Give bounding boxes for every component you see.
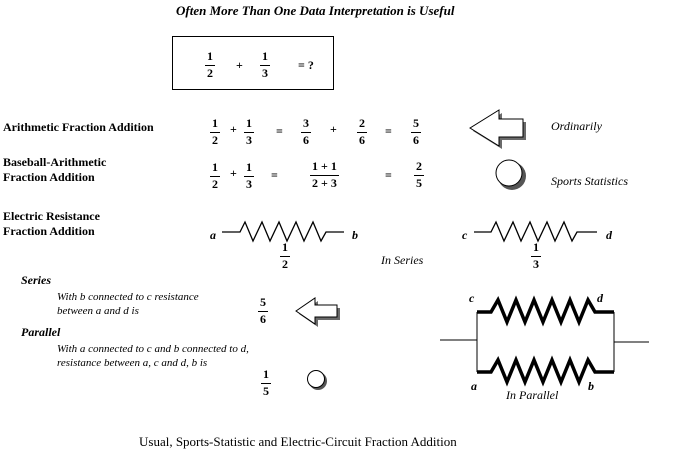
resistor-1-right-label: b (352, 228, 358, 242)
figure-caption: Usual, Sports-Statistic and Electric-Cir… (139, 434, 457, 449)
arith-equals-1: = (276, 124, 283, 138)
baseball-plus: + (230, 166, 237, 180)
resistor-2-left-label: c (462, 228, 468, 242)
series-text-line1: With b connected to c resistance (57, 291, 199, 303)
series-heading: Series (21, 273, 51, 287)
parallel-label-d: d (597, 291, 603, 305)
arith-note: Ordinarily (551, 119, 602, 133)
resistor-2-right-label: d (606, 228, 612, 242)
baseball-note: Sports Statistics (551, 174, 629, 188)
resistor-2-zigzag (474, 220, 597, 243)
parallel-label-b: b (588, 379, 594, 393)
parallel-circuit (440, 295, 649, 387)
in-parallel-note: In Parallel (506, 388, 559, 402)
arith-plus-1: + (230, 122, 237, 136)
baseball-label-line1: Baseball-Arithmetic (3, 155, 107, 169)
question-plus: + (236, 58, 243, 72)
baseball-equals-1: = (271, 168, 278, 182)
left-arrow-small-icon (295, 297, 340, 327)
parallel-label-a: a (471, 379, 477, 393)
page-title: Often More Than One Data Interpretation … (176, 3, 455, 18)
resistor-1-left-label: a (210, 228, 216, 242)
resistor-1-zigzag (222, 220, 344, 243)
question-equals: = ? (298, 58, 314, 72)
series-text-line2: between a and d is (57, 305, 139, 317)
left-arrow-large-icon (469, 109, 526, 149)
arith-plus-2: + (330, 122, 337, 136)
parallel-heading: Parallel (21, 325, 61, 339)
in-series-note: In Series (381, 253, 424, 267)
arithmetic-label: Arithmetic Fraction Addition (3, 120, 154, 134)
electric-label-line1: Electric Resistance (3, 209, 100, 223)
circle-small-icon (307, 370, 327, 390)
baseball-equals-2: = (385, 168, 392, 182)
parallel-text-line2: resistance between a, c and d, b is (57, 357, 208, 369)
question-box (172, 36, 334, 90)
electric-label-line2: Fraction Addition (3, 224, 95, 238)
parallel-label-c: c (469, 291, 475, 305)
baseball-label-line2: Fraction Addition (3, 170, 95, 184)
parallel-text-line1: With a connected to c and b connected to… (57, 343, 249, 355)
circle-large-icon (495, 159, 526, 190)
arith-equals-2: = (385, 124, 392, 138)
